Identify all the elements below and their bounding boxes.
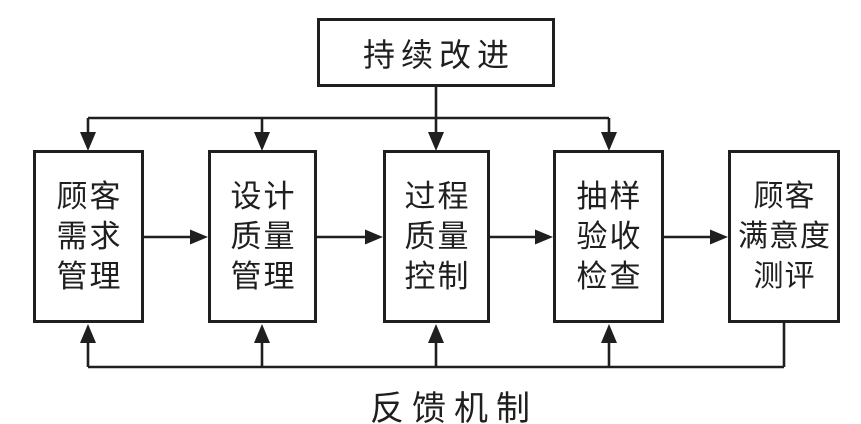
- feedback-up-arrowheads: [80, 324, 617, 343]
- box-label-line: 满意度: [738, 219, 831, 253]
- box-label: 持续改进: [362, 36, 515, 73]
- box-continuous-improvement: 持续改进: [317, 18, 555, 87]
- top-down-arrowheads: [80, 132, 617, 151]
- box-label-line: 抽样: [576, 178, 643, 214]
- feedback-mechanism-label: 反馈机制: [370, 391, 538, 424]
- feedback-loop-lines: [86, 323, 786, 369]
- box-label-line: 设计: [230, 178, 297, 214]
- box-process-quality-control: 过程 质量 控制: [383, 150, 490, 323]
- box-label-line: 验收: [576, 218, 643, 254]
- box-customer-demand-management: 顾客 需求 管理: [33, 150, 144, 323]
- box-customer-satisfaction-evaluation: 顾客 满意度 测评: [728, 150, 840, 323]
- box-design-quality-management: 设计 质量 管理: [208, 150, 317, 323]
- box-label-line: 质量: [230, 218, 297, 254]
- box-label-line: 过程: [404, 178, 471, 214]
- box-label-line: 管理: [230, 258, 297, 294]
- box-label-line: 检查: [576, 258, 643, 294]
- box-label-line: 顾客: [753, 179, 816, 213]
- box-label-line: 控制: [404, 258, 471, 294]
- box-label-line: 管理: [56, 258, 123, 294]
- top-distribution-lines: [86, 87, 611, 134]
- box-label-line: 顾客: [56, 178, 123, 214]
- box-label-line: 测评: [753, 259, 816, 293]
- box-label-line: 需求: [56, 218, 123, 254]
- box-sampling-acceptance-inspection: 抽样 验收 检查: [553, 150, 664, 323]
- box-label-line: 质量: [404, 218, 471, 254]
